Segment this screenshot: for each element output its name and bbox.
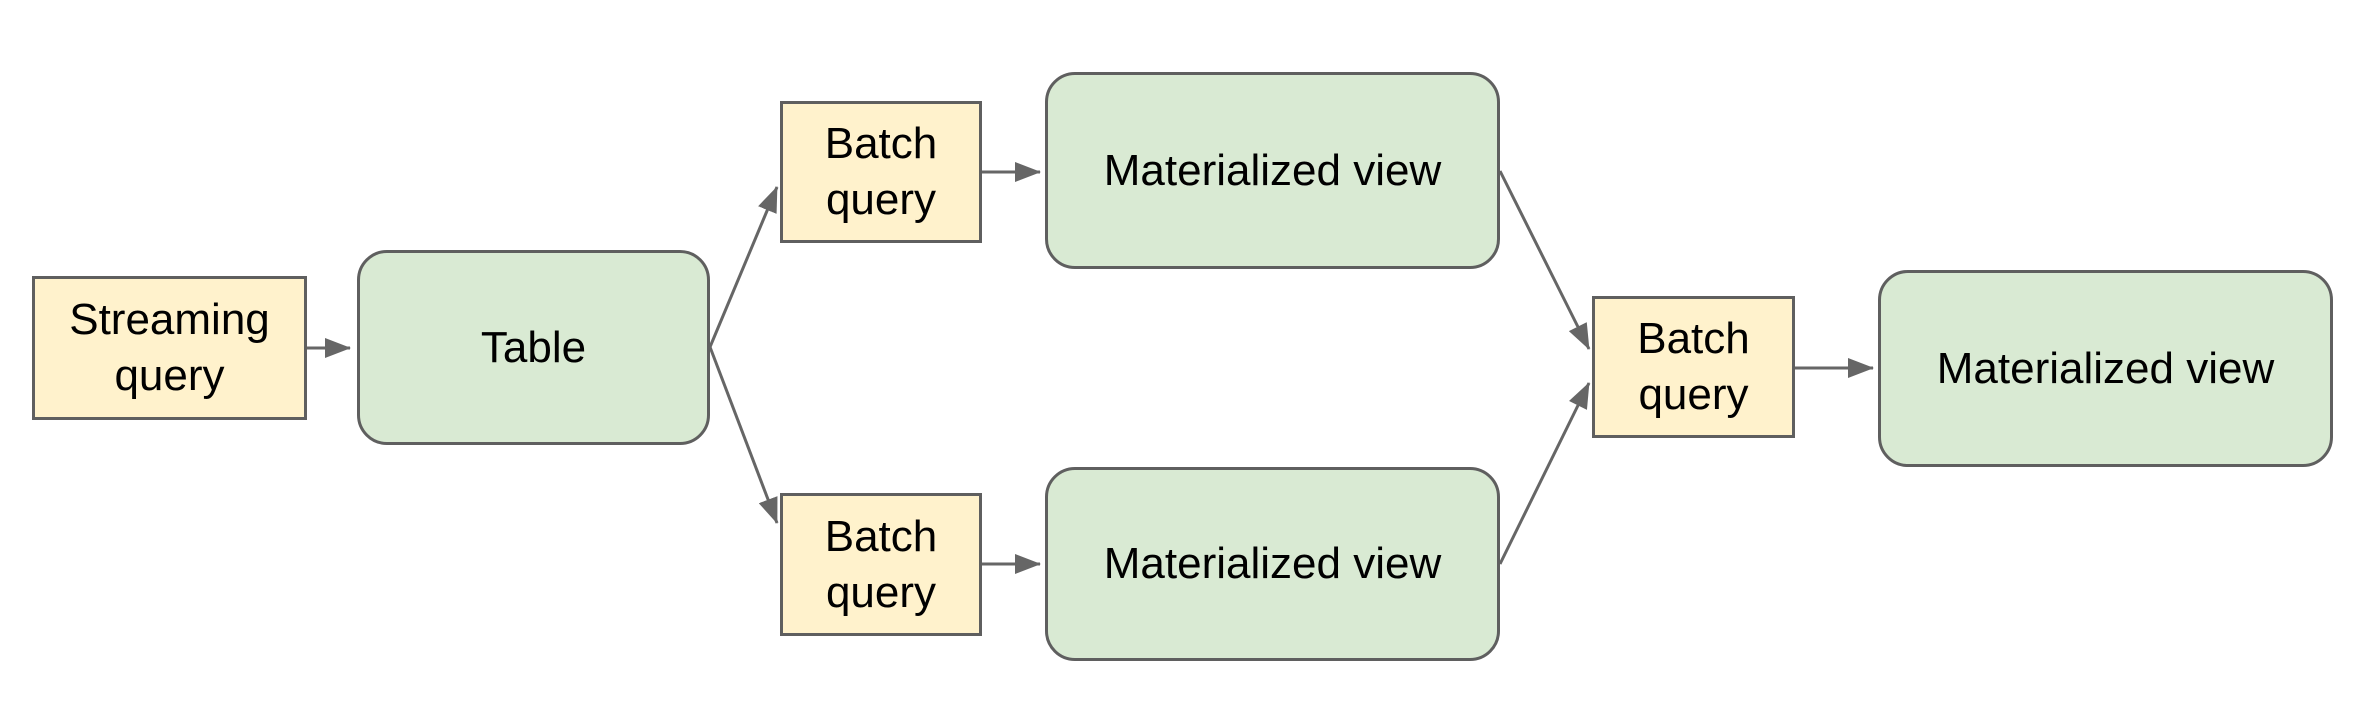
node-batch-query-merge: Batch query — [1592, 296, 1795, 438]
arrow-mv-top-to-batch-query-merge — [1498, 170, 1591, 350]
node-materialized-view-bottom: Materialized view — [1045, 467, 1500, 661]
node-streaming-query: Streaming query — [32, 276, 307, 420]
node-batch-query-top: Batch query — [780, 101, 982, 243]
node-table: Table — [357, 250, 710, 445]
node-materialized-view-bottom-label: Materialized view — [1103, 539, 1442, 589]
arrow-table-to-batch-query-top — [708, 186, 779, 348]
node-materialized-view-top: Materialized view — [1045, 72, 1500, 269]
node-batch-query-bottom: Batch query — [780, 493, 982, 636]
node-materialized-view-top-label: Materialized view — [1103, 145, 1442, 195]
node-table-label: Table — [480, 322, 587, 372]
node-batch-query-bottom-label: Batch query — [824, 511, 938, 617]
node-batch-query-merge-label: Batch query — [1637, 314, 1750, 419]
arrow-mv-bottom-to-batch-query-merge — [1498, 382, 1591, 565]
node-streaming-query-label: Streaming query — [69, 295, 270, 400]
node-materialized-view-final: Materialized view — [1878, 270, 2333, 467]
node-batch-query-top-label: Batch query — [824, 119, 938, 224]
arrow-table-to-batch-query-bottom — [708, 346, 779, 524]
node-materialized-view-final-label: Materialized view — [1936, 343, 2275, 393]
